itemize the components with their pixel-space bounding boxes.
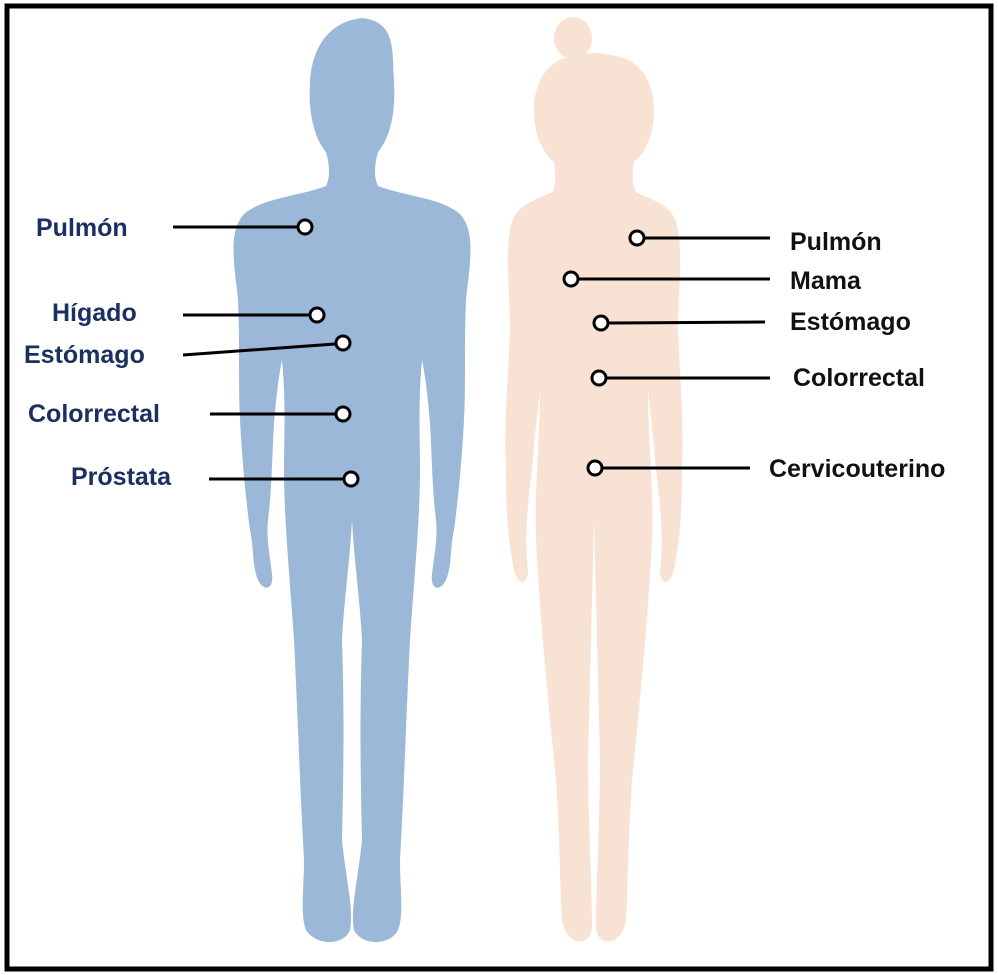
female-label-colorrectal: Colorrectal: [793, 364, 925, 392]
female-pulmon-marker: [630, 231, 644, 245]
female-label-cervicouterino: Cervicouterino: [769, 455, 945, 483]
male-prostata-marker: [344, 472, 358, 486]
female-colorrectal-marker: [592, 371, 606, 385]
female-hair-bun: [554, 17, 592, 59]
male-colorrectal-marker: [336, 407, 350, 421]
male-label-higado: Hígado: [52, 299, 137, 327]
male-label-colorrectal: Colorrectal: [28, 400, 160, 428]
female-label-mama: Mama: [790, 267, 862, 295]
male-estomago-marker: [336, 336, 350, 350]
male-pulmon-marker: [298, 220, 312, 234]
female-mama-marker: [564, 272, 578, 286]
female-label-pulmon: Pulmón: [790, 228, 882, 256]
male-label-prostata: Próstata: [71, 463, 172, 491]
male-label-pulmon: Pulmón: [36, 214, 128, 242]
male-label-estomago: Estómago: [24, 341, 145, 369]
female-estomago-leader: [609, 322, 765, 323]
female-label-estomago: Estómago: [790, 308, 911, 336]
female-estomago-marker: [594, 316, 608, 330]
female-cervicouterino-marker: [588, 461, 602, 475]
male-higado-marker: [310, 308, 324, 322]
